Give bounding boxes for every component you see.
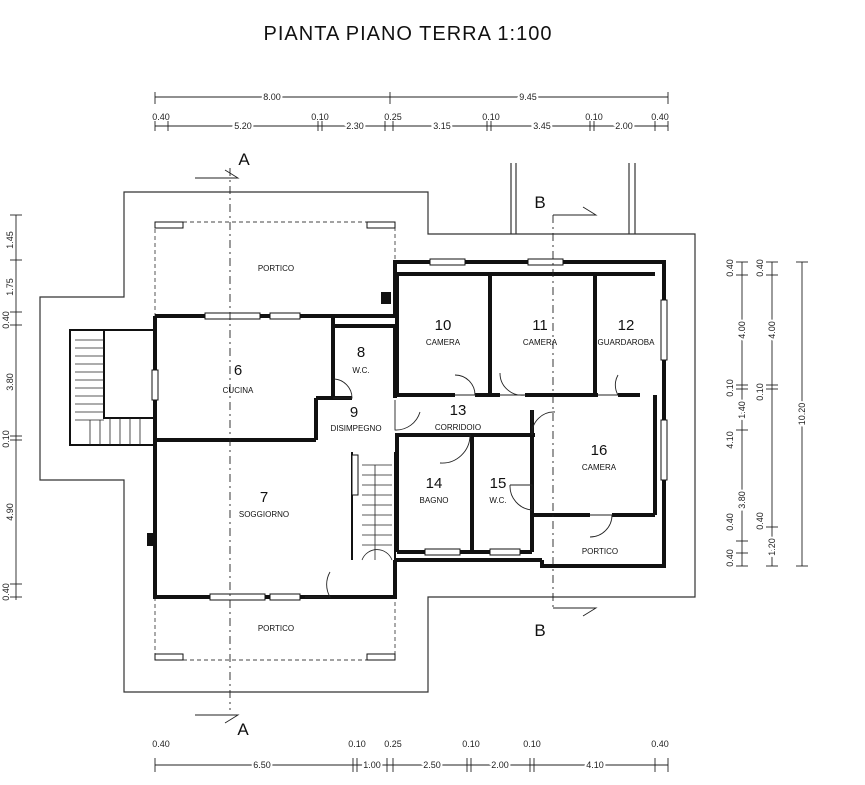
dim-left: 0.40 <box>1 583 11 601</box>
dim-bottom-lower: 6.50 <box>253 760 271 770</box>
room-labels: PORTICO 6 CUCINA 8 W.C. 9 DISIMPEGNO 10 … <box>223 264 655 633</box>
dim-bottom-lower: 4.10 <box>586 760 604 770</box>
dim-right-inner: 1.40 <box>737 401 747 419</box>
dim-left: 1.45 <box>5 231 15 249</box>
room-name: CAMERA <box>523 338 558 347</box>
section-label-b-bottom: B <box>534 621 545 640</box>
bottom-dimensions: 0.40 0.10 0.25 0.10 0.10 0.40 6.50 1.00 … <box>152 739 669 772</box>
room-number: 16 <box>591 442 608 459</box>
dim-bottom-upper: 0.40 <box>152 739 170 749</box>
section-label-a-top: A <box>238 150 250 169</box>
dim-bottom-lower: 2.00 <box>491 760 509 770</box>
room-number: 9 <box>350 404 358 421</box>
dim-right-inner: 3.80 <box>737 491 747 509</box>
section-b: B B <box>534 193 598 640</box>
dim-right-inner: 4.10 <box>725 431 735 449</box>
room-name: CAMERA <box>582 463 617 472</box>
dim-bottom-upper: 0.10 <box>348 739 366 749</box>
dim-top-detail: 0.25 <box>384 112 402 122</box>
dim-right-inner: 0.10 <box>725 379 735 397</box>
room-number: 10 <box>435 317 452 334</box>
room-name: CUCINA <box>223 386 254 395</box>
room-name: GUARDAROBA <box>598 338 656 347</box>
dim-right-mid: 0.40 <box>755 512 765 530</box>
dim-bottom-lower: 2.50 <box>423 760 441 770</box>
dim-right-mid: 0.40 <box>755 259 765 277</box>
dim-top-detail: 0.10 <box>311 112 329 122</box>
dim-left: 1.75 <box>5 278 15 296</box>
dim-top-detail: 3.45 <box>533 121 551 131</box>
dim-top-detail: 0.10 <box>482 112 500 122</box>
dim-bottom-upper: 0.25 <box>384 739 402 749</box>
dim-top-detail: 5.20 <box>234 121 252 131</box>
dim-top-detail: 0.40 <box>152 112 170 122</box>
dim-right-mid: 1.20 <box>767 538 777 556</box>
doors <box>305 372 619 598</box>
dim-top-detail: 2.30 <box>346 121 364 131</box>
dim-right-inner: 0.40 <box>725 549 735 567</box>
section-a: A A <box>195 150 250 739</box>
portico-bottom-area <box>154 597 396 661</box>
room-name: W.C. <box>489 496 506 505</box>
room-name: SOGGIORNO <box>239 510 289 519</box>
dim-right-inner: 0.40 <box>725 513 735 531</box>
dim-right-mid: 0.10 <box>755 383 765 401</box>
dim-left: 0.10 <box>1 430 11 448</box>
dim-bottom-upper: 0.10 <box>462 739 480 749</box>
room-number: 11 <box>532 317 548 334</box>
room-name: CORRIDOIO <box>435 423 481 432</box>
dim-top-overall-1: 8.00 <box>263 92 281 102</box>
room-name: BAGNO <box>420 496 449 505</box>
room-number: 13 <box>450 402 467 419</box>
left-dimensions: 1.45 1.75 0.40 3.80 0.10 4.90 0.40 <box>1 214 22 601</box>
room-name: PORTICO <box>258 624 294 633</box>
room-name: PORTICO <box>582 547 618 556</box>
section-label-a-bottom: A <box>237 720 249 739</box>
windows <box>147 258 668 601</box>
room-name: DISIMPEGNO <box>330 424 381 433</box>
column-mark <box>381 292 391 304</box>
room-name: CAMERA <box>426 338 461 347</box>
room-number: 7 <box>260 489 268 506</box>
dim-top-detail: 2.00 <box>615 121 633 131</box>
dim-top-overall-2: 9.45 <box>519 92 537 102</box>
dim-right-inner: 0.40 <box>725 259 735 277</box>
dim-left: 0.40 <box>1 311 11 329</box>
dim-right-inner: 4.00 <box>737 321 747 339</box>
dim-right-total: 10.20 <box>797 403 807 426</box>
dim-top-detail: 0.10 <box>585 112 603 122</box>
plan-title: PIANTA PIANO TERRA 1:100 <box>264 23 553 45</box>
room-number: 15 <box>490 475 507 492</box>
dim-left: 3.80 <box>5 373 15 391</box>
section-label-b-top: B <box>534 193 545 212</box>
dim-top-detail: 0.40 <box>651 112 669 122</box>
dim-right-mid: 4.00 <box>767 321 777 339</box>
dim-bottom-upper: 0.40 <box>651 739 669 749</box>
room-number: 8 <box>357 344 365 361</box>
top-dimensions: 8.00 9.45 0.40 5.20 0.10 2.30 0.25 3.15 … <box>152 90 669 133</box>
room-number: 6 <box>234 362 242 379</box>
room-name: PORTICO <box>258 264 294 273</box>
room-number: 14 <box>426 475 443 492</box>
dim-top-detail: 3.15 <box>433 121 451 131</box>
exterior-stair <box>69 329 156 446</box>
site-outline <box>39 191 696 693</box>
interior-stair <box>361 464 393 561</box>
room-number: 12 <box>618 317 635 334</box>
portico-top-area <box>154 221 396 316</box>
room-name: W.C. <box>352 366 369 375</box>
right-dimensions: 0.40 4.00 0.10 1.40 4.10 3.80 0.40 0.40 … <box>725 259 809 567</box>
dim-left: 4.90 <box>5 503 15 521</box>
column-mark <box>147 533 157 546</box>
dim-bottom-lower: 1.00 <box>363 760 381 770</box>
dim-bottom-upper: 0.10 <box>523 739 541 749</box>
